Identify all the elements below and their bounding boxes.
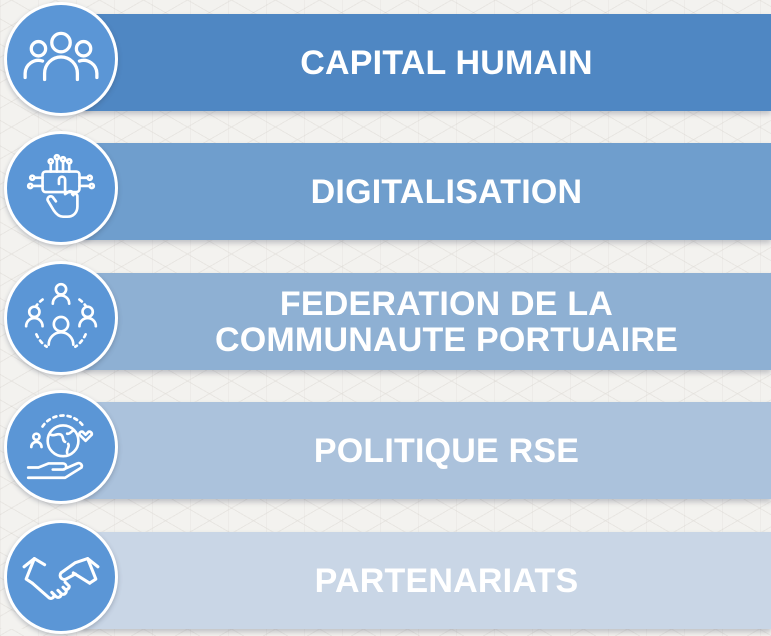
axis-bar: PARTENARIATS	[82, 532, 771, 629]
globe-hand-icon	[4, 390, 118, 504]
axis-row-federation: FEDERATION DE LA COMMUNAUTE PORTUAIRE	[0, 259, 771, 377]
axis-label: FEDERATION DE LA COMMUNAUTE PORTUAIRE	[215, 284, 678, 359]
axis-row-politique-rse: POLITIQUE RSE	[0, 388, 771, 506]
axis-bar: DIGITALISATION	[82, 143, 771, 240]
touch-circuit-icon	[4, 131, 118, 245]
community-network-icon	[4, 261, 118, 375]
axis-label: DIGITALISATION	[310, 172, 583, 211]
axis-bar: CAPITAL HUMAIN	[82, 14, 771, 111]
people-group-icon	[4, 2, 118, 116]
axis-row-partenariats: PARTENARIATS	[0, 518, 771, 636]
axis-label: POLITIQUE RSE	[313, 431, 580, 470]
axis-bar: FEDERATION DE LA COMMUNAUTE PORTUAIRE	[82, 273, 771, 370]
axis-label: PARTENARIATS	[314, 561, 579, 600]
axis-row-digitalisation: DIGITALISATION	[0, 129, 771, 247]
handshake-icon	[4, 520, 118, 634]
axis-row-capital-humain: CAPITAL HUMAIN	[0, 0, 771, 118]
axis-bar: POLITIQUE RSE	[82, 402, 771, 499]
axis-label: CAPITAL HUMAIN	[300, 43, 593, 82]
